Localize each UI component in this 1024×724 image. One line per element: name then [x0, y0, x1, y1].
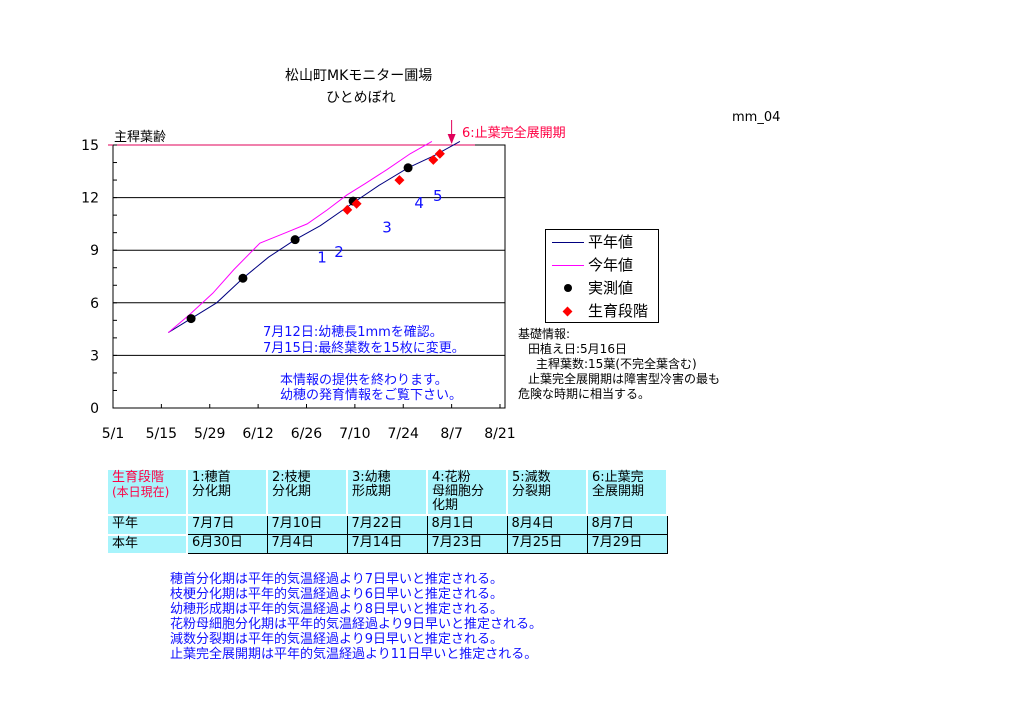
stage-point	[434, 148, 445, 159]
x-tick-label: 7/10	[339, 426, 370, 442]
stage-point	[342, 204, 353, 215]
stage-number-label: 5	[433, 187, 443, 205]
date-cell: 7月14日	[346, 534, 428, 554]
legend-label: 平年値	[588, 233, 634, 251]
chart-subtitle: ひとめぼれ	[326, 90, 396, 106]
stage-number-label: 1	[317, 248, 327, 266]
date-cell: 7月4日	[266, 534, 348, 554]
arrow-label: 6:止葉完全展開期	[462, 126, 566, 141]
x-tick-label: 5/15	[146, 426, 177, 442]
legend-line-current	[552, 265, 584, 266]
x-tick-label: 5/1	[102, 426, 125, 442]
y-tick-label: 3	[90, 348, 99, 364]
stage-point	[351, 198, 362, 209]
station-code: mm_04	[732, 110, 781, 125]
stage-point	[428, 154, 439, 165]
legend-line-normal	[552, 242, 584, 243]
info-leaves: 主稈葉数:15葉(不完全葉含む)	[536, 357, 697, 371]
stage-header: 3:幼穂 形成期	[346, 468, 428, 516]
row-label: 平年	[106, 514, 188, 536]
note-line: 枝梗分化期は平年的気温経過より6日早いと推定される。	[170, 587, 504, 602]
y-tick-label: 0	[90, 401, 99, 417]
stage-header: 2:枝梗 分化期	[266, 468, 348, 516]
date-cell: 7月22日	[346, 514, 428, 535]
x-tick-label: 6/26	[291, 426, 323, 442]
date-cell: 7月29日	[586, 534, 668, 554]
stage-point	[394, 175, 405, 186]
y-axis-label: 主稈葉齢	[114, 130, 167, 145]
series-line-1	[167, 141, 433, 333]
date-cell: 8月4日	[506, 514, 588, 535]
annotation: 7月15日:最終葉数を15枚に変更。	[263, 341, 465, 356]
legend-circle-icon	[564, 284, 572, 292]
corner-sub: (本日現在)	[112, 485, 170, 499]
measured-point	[238, 273, 248, 283]
info-note: 危険な時期に相当する。	[518, 387, 651, 401]
date-cell: 8月1日	[426, 514, 508, 535]
legend-label: 生育段階	[588, 302, 649, 320]
y-tick-label: 12	[81, 191, 99, 207]
annotation: 幼穂の発育情報をご覧下さい。	[280, 388, 463, 403]
x-tick-label: 8/7	[440, 426, 463, 442]
arrow-head-icon	[447, 134, 456, 144]
stage-number-label: 3	[382, 219, 392, 237]
measured-point	[186, 314, 196, 324]
date-cell: 7月25日	[506, 534, 588, 554]
stage-header: 6:止葉完 全展開期	[586, 468, 668, 516]
y-tick-label: 6	[90, 296, 99, 312]
stage-number-label: 2	[334, 243, 344, 261]
annotation: 7月12日:幼穂長1mmを確認。	[263, 325, 443, 340]
x-tick-label: 5/29	[194, 426, 225, 442]
stage-header: 5:減数 分裂期	[506, 468, 588, 516]
notes: 穂首分化期は平年的気温経過より7日早いと推定される。枝梗分化期は平年的気温経過よ…	[170, 572, 542, 662]
stage-header: 4:花粉 母細胞分 化期	[426, 468, 508, 516]
info-note: 止葉完全展開期は障害型冷害の最も	[528, 372, 721, 386]
legend: 平年値 今年値 実測値 生育段階	[545, 229, 659, 323]
y-tick-label: 15	[81, 138, 99, 154]
note-line: 減数分裂期は平年的気温経過より9日早いと推定される。	[170, 632, 504, 647]
date-cell: 7月7日	[186, 514, 268, 535]
date-cell: 7月10日	[266, 514, 348, 535]
note-line: 幼穂形成期は平年的気温経過より8日早いと推定される。	[170, 602, 504, 617]
chart-title: 松山町MKモニター圃場	[285, 68, 433, 84]
series-line-0	[168, 141, 461, 334]
y-tick-label: 9	[90, 243, 99, 259]
date-cell: 6月30日	[186, 534, 268, 554]
x-tick-label: 7/24	[388, 426, 420, 442]
measured-point	[403, 163, 413, 173]
date-cell: 7月23日	[426, 534, 508, 554]
note-line: 花粉母細胞分化期は平年的気温経過より9日早いと推定される。	[170, 617, 543, 632]
legend-label: 今年値	[588, 256, 634, 274]
annotation: 本情報の提供を終わります。	[280, 373, 448, 388]
row-label: 本年	[106, 533, 188, 555]
stage-number-label: 4	[414, 194, 424, 212]
legend-diamond-icon	[562, 306, 573, 317]
x-tick-label: 6/12	[242, 426, 273, 442]
measured-point	[290, 235, 300, 245]
info-heading: 基礎情報:	[518, 327, 571, 341]
corner-title: 生育段階	[112, 470, 165, 485]
plot-area	[112, 144, 506, 409]
info-planting: 田植え日:5月16日	[528, 342, 627, 356]
basic-info: 基礎情報: 田植え日:5月16日 主稈葉数:15葉(不完全葉含む) 止葉完全展開…	[518, 327, 720, 402]
note-line: 穂首分化期は平年的気温経過より7日早いと推定される。	[170, 572, 504, 587]
x-tick-label: 8/21	[484, 426, 515, 442]
legend-label: 実測値	[588, 279, 634, 297]
note-line: 止葉完全展開期は平年的気温経過より11日早いと推定される。	[170, 647, 538, 662]
table-corner: 生育段階(本日現在)	[106, 468, 188, 516]
stage-header: 1:穂首 分化期	[186, 468, 268, 516]
date-cell: 8月7日	[586, 514, 668, 535]
